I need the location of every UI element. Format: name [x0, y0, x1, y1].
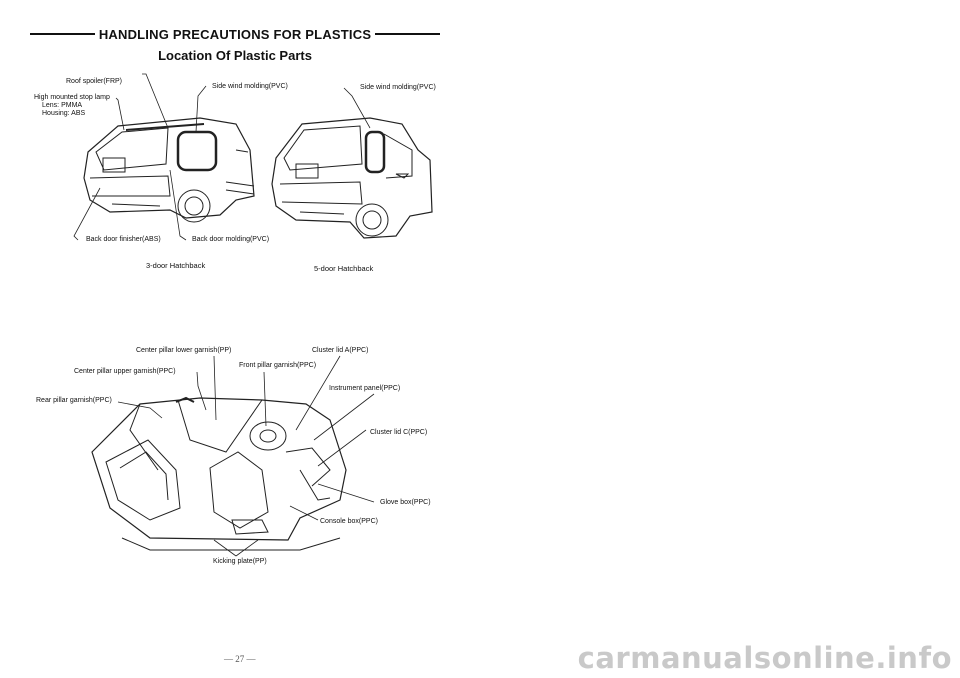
- interior-leader-lines: [117, 355, 375, 557]
- label-lens: Lens: PMMA: [42, 102, 83, 109]
- label-back-door-finisher: Back door finisher(ABS): [86, 236, 161, 243]
- five-door-car-drawing: [271, 117, 433, 239]
- header-rule-left: [30, 33, 95, 35]
- top-leader-lines: [73, 73, 371, 241]
- label-rear-pillar: Rear pillar garnish(PPC): [36, 397, 112, 404]
- label-front-pillar: Front pillar garnish(PPC): [239, 362, 317, 369]
- watermark: carmanualsonline.info: [577, 641, 952, 675]
- label-instrument-panel: Instrument panel(PPC): [329, 385, 401, 392]
- page-subtitle: Location Of Plastic Parts: [158, 48, 312, 63]
- caption-3-door: 3-door Hatchback: [146, 261, 206, 270]
- page-number: — 27 —: [224, 654, 256, 664]
- label-back-door-molding: Back door molding(PVC): [192, 236, 270, 243]
- label-stop-lamp: High mounted stop lamp: [34, 94, 110, 101]
- label-center-pillar-upper: Center pillar upper garnish(PPC): [74, 368, 176, 375]
- label-glove-box: Glove box(PPC): [380, 499, 431, 506]
- label-cluster-lid-c: Cluster lid C(PPC): [370, 429, 428, 436]
- section-header: HANDLING PRECAUTIONS FOR PLASTICS: [30, 24, 441, 44]
- label-side-wind-3door: Side wind molding(PVC): [212, 83, 288, 90]
- label-cluster-lid-a: Cluster lid A(PPC): [312, 347, 369, 354]
- label-console-box: Console box(PPC): [320, 518, 378, 525]
- three-door-car-drawing: [83, 117, 255, 223]
- label-kicking-plate: Kicking plate(PP): [213, 558, 267, 565]
- label-side-wind-5door: Side wind molding(PVC): [360, 84, 436, 91]
- caption-5-door: 5-door Hatchback: [314, 264, 374, 273]
- label-roof-spoiler: Roof spoiler(FRP): [66, 78, 123, 85]
- section-title: HANDLING PRECAUTIONS FOR PLASTICS: [98, 26, 372, 42]
- header-rule-right: [375, 33, 441, 35]
- label-housing: Housing: ABS: [42, 110, 86, 117]
- interior-drawing: [91, 396, 347, 551]
- label-center-pillar-lower: Center pillar lower garnish(PP): [136, 347, 232, 354]
